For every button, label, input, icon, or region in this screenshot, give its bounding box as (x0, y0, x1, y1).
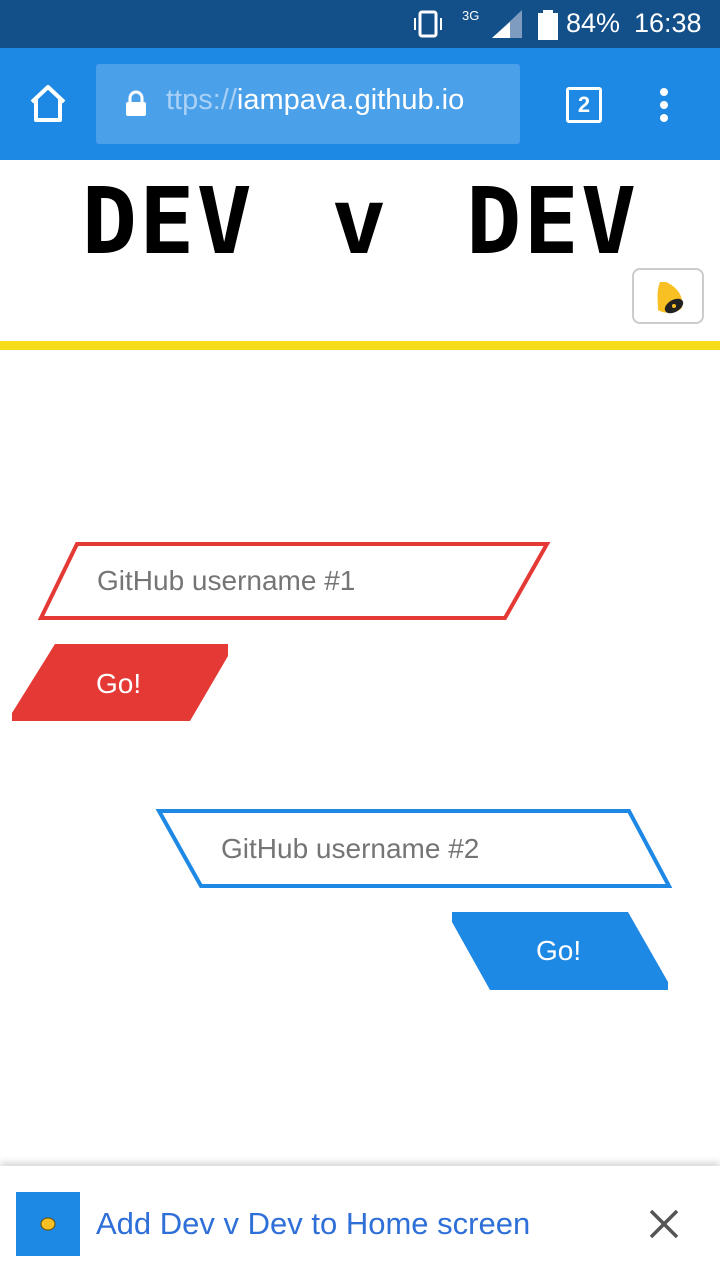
menu-icon[interactable] (654, 86, 674, 124)
go-2-button[interactable]: Go! (536, 935, 582, 966)
username-1-input[interactable]: GitHub username #1 (97, 565, 356, 596)
add-to-home-text[interactable]: Add Dev v Dev to Home screen (96, 1206, 531, 1241)
bell-icon (657, 282, 684, 314)
go-1-button[interactable]: Go! (96, 668, 142, 699)
home-icon[interactable] (28, 84, 68, 124)
url-bar[interactable] (96, 64, 520, 144)
page-title: DEV v DEV (81, 168, 639, 275)
go-1-button-shape (12, 644, 228, 721)
url-scheme: ttps:// (166, 84, 237, 116)
vibrate-icon (414, 10, 442, 38)
sound-toggle-button[interactable] (632, 268, 704, 324)
add-to-home-banner[interactable] (0, 1166, 720, 1280)
url-text[interactable]: ttps://iampava.github.io (166, 84, 464, 117)
username-2-input[interactable]: GitHub username #2 (221, 833, 480, 864)
form-shapes (12, 542, 673, 990)
fist-icon (40, 1217, 56, 1231)
clock: 16:38 (634, 8, 702, 38)
lock-icon (126, 90, 146, 116)
username-1-field-border (37, 542, 551, 620)
username-2-field-border (155, 809, 673, 888)
header-divider (0, 341, 720, 350)
tab-switcher-button[interactable]: 2 (566, 87, 602, 123)
signal-icon (492, 10, 522, 38)
battery-level: 84% (566, 8, 621, 38)
go-2-button-shape (452, 912, 668, 990)
app-icon (16, 1192, 80, 1256)
network-type: 3G (462, 8, 480, 23)
battery-icon (538, 10, 558, 40)
url-host: iampava.github.io (236, 84, 465, 116)
status-bar: 3G 84% 16:38 (0, 0, 720, 48)
close-icon[interactable] (648, 1208, 680, 1240)
